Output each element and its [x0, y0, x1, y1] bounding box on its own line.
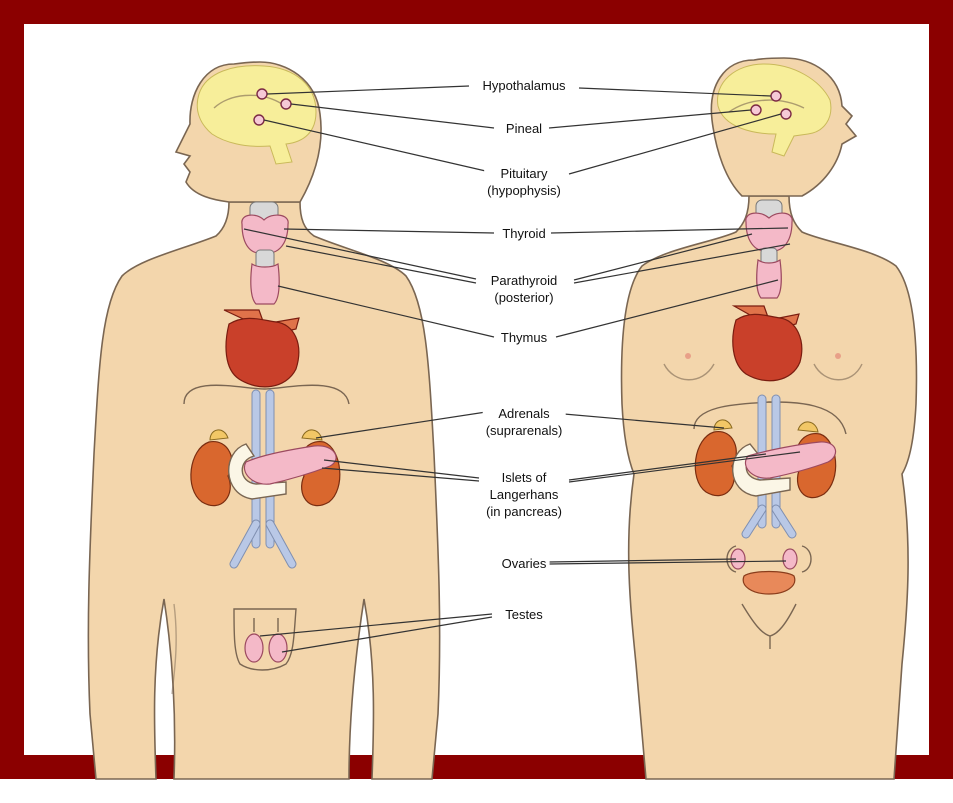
male-heart [225, 317, 300, 388]
label-thyroid: Thyroid [499, 225, 549, 242]
male-pituitary-dot [253, 114, 265, 126]
male-left-kidney [190, 441, 233, 507]
label-pituitary: Pituitary (hypophysis) [484, 165, 564, 199]
female-pituitary-dot [780, 108, 792, 120]
label-parathyroid-line1: Parathyroid [490, 273, 558, 288]
label-pineal-text: Pineal [505, 121, 543, 136]
female-pancreas [744, 441, 837, 479]
male-pancreas [243, 445, 337, 485]
male-figure [87, 61, 441, 780]
label-islets-line1: Islets of [501, 470, 547, 485]
label-hypothalamus-text: Hypothalamus [482, 78, 566, 93]
label-pituitary-line1: Pituitary [500, 166, 548, 181]
label-parathyroid: Parathyroid (posterior) [487, 272, 561, 306]
label-adrenals-line2: (suprarenals) [485, 423, 563, 438]
leader-lines [243, 85, 801, 653]
label-hypothalamus: Hypothalamus [479, 77, 569, 94]
label-testes: Testes [502, 606, 546, 623]
label-pituitary-line2: (hypophysis) [487, 183, 561, 198]
female-figure [620, 57, 918, 780]
label-thyroid-text: Thyroid [502, 226, 546, 241]
female-hypothalamus-dot [770, 90, 782, 102]
label-ovaries: Ovaries [498, 555, 550, 572]
label-islets: Islets of Langerhans (in pancreas) [483, 469, 565, 520]
male-left-testis [244, 633, 264, 663]
female-uterus [742, 570, 796, 595]
male-right-testis [268, 633, 288, 663]
endocrine-diagram: .skin { fill: #f3d6ac; stroke: #7a6652; … [87, 57, 918, 780]
label-islets-line3: (in pancreas) [486, 504, 562, 519]
label-testes-text: Testes [505, 607, 543, 622]
label-islets-line2: Langerhans [489, 487, 559, 502]
label-adrenals: Adrenals (suprarenals) [482, 405, 566, 439]
label-pineal: Pineal [502, 120, 546, 137]
female-brain [717, 63, 832, 157]
female-pineal-dot [750, 104, 762, 116]
label-ovaries-text: Ovaries [501, 556, 547, 571]
label-adrenals-line1: Adrenals [498, 406, 550, 421]
male-pineal-dot [280, 98, 292, 110]
male-hypothalamus-dot [256, 88, 268, 100]
female-right-ovary [782, 548, 798, 570]
male-thymus [250, 262, 280, 305]
label-thymus: Thymus [497, 329, 551, 346]
label-parathyroid-line2: (posterior) [494, 290, 554, 305]
female-thymus [756, 258, 782, 299]
label-thymus-text: Thymus [500, 330, 548, 345]
female-heart [732, 313, 803, 382]
diagram-frame: .skin { fill: #f3d6ac; stroke: #7a6652; … [0, 0, 953, 780]
female-left-kidney [694, 431, 737, 497]
